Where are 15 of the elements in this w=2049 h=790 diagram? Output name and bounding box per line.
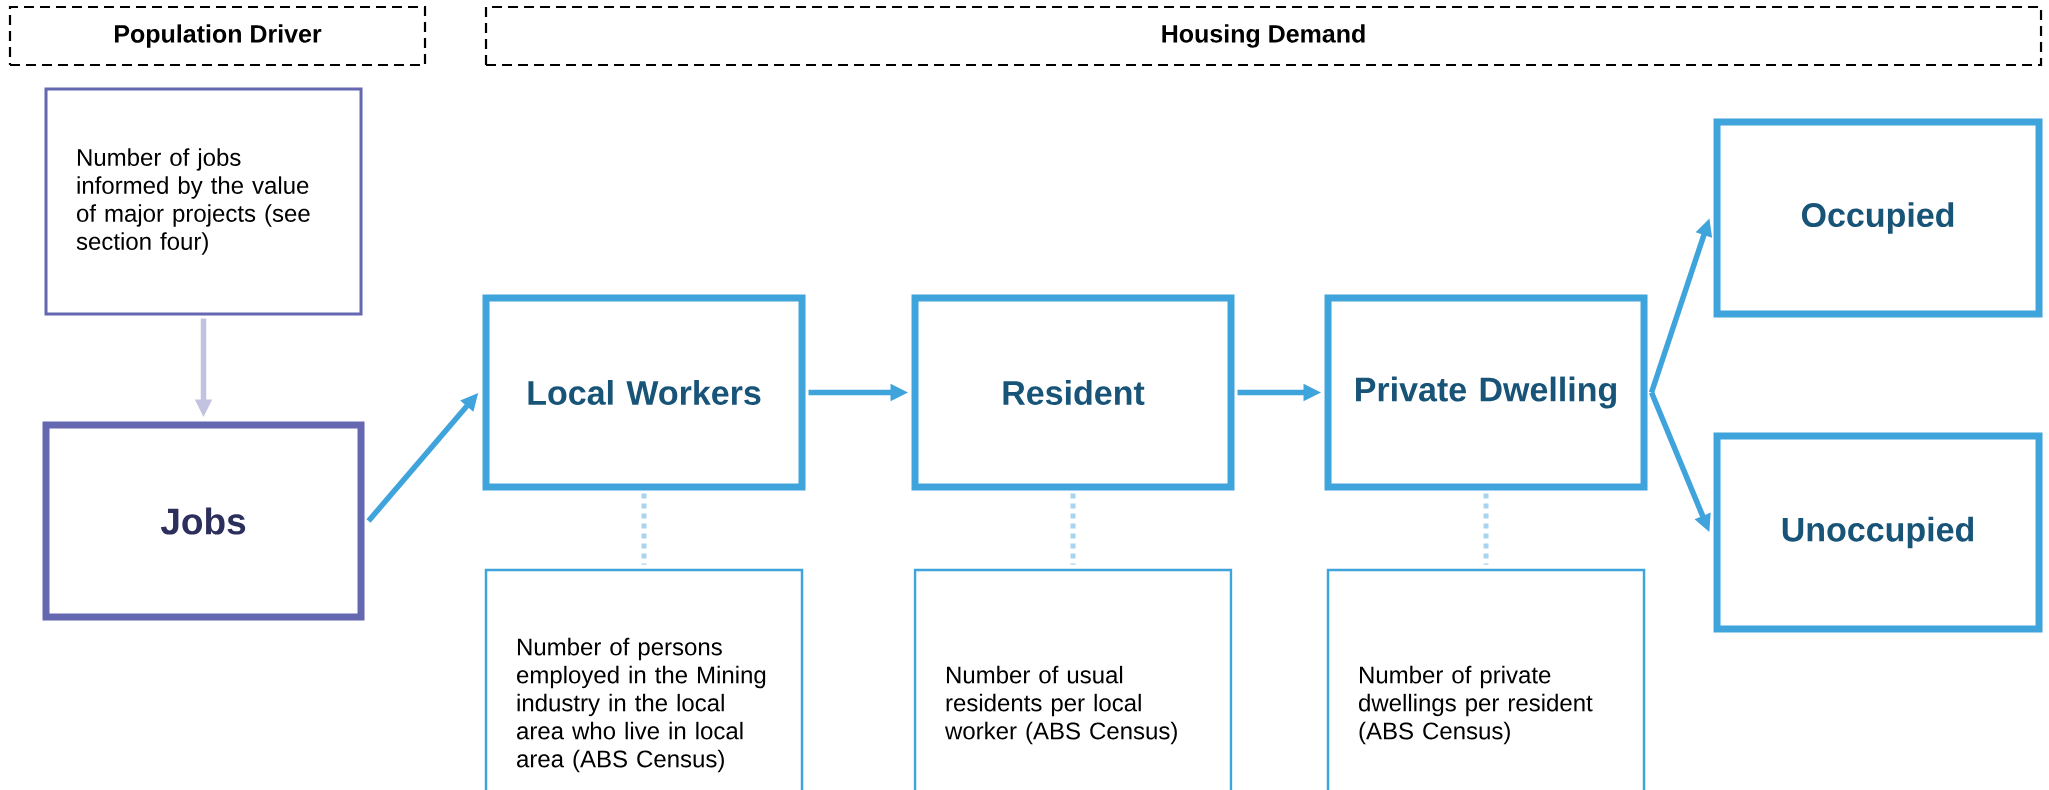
process-box: Resident [911, 294, 1235, 491]
process-box: Unoccupied [1713, 432, 2043, 633]
description-box: Number of private dwellings per resident (ABS Census) [1326, 568, 1646, 790]
connector-line [641, 493, 647, 565]
band-heading: Housing Demand [484, 5, 2043, 67]
description-box: Number of usual residents per local worker (ABS Census) [913, 568, 1233, 790]
band-heading: Population Driver [8, 5, 427, 67]
connector-line [1070, 493, 1076, 565]
connector-line [1483, 493, 1489, 565]
description-box: Number of jobs informed by the value of major projects (see section four) [44, 87, 363, 316]
process-box: Private Dwelling [1324, 294, 1648, 491]
process-box: Jobs [42, 421, 365, 621]
process-box: Occupied [1713, 118, 2043, 318]
description-box: Number of persons employed in the Mining industry in the local area who live in local area (ABS Census) [484, 568, 804, 790]
process-box: Local Workers [482, 294, 806, 491]
